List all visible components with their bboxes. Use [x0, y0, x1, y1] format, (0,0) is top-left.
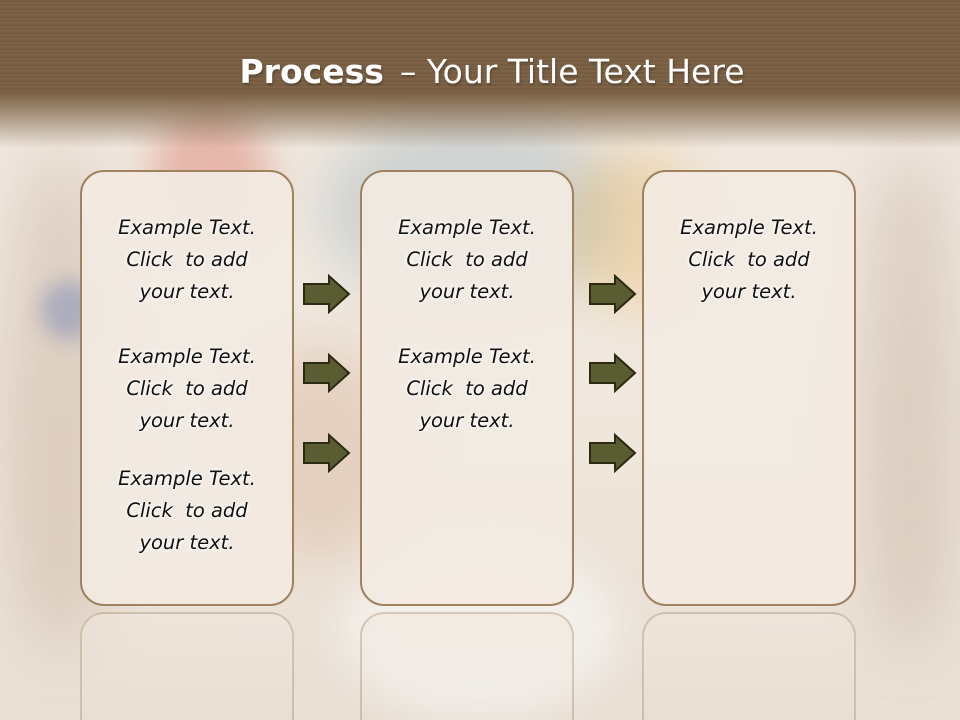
- box-reflection: [642, 612, 856, 720]
- process-box-1[interactable]: Example Text. Click to add your text. Ex…: [80, 170, 294, 606]
- box-reflection: [360, 612, 574, 720]
- process-box-3[interactable]: Example Text. Click to add your text.: [642, 170, 856, 606]
- text-placeholder[interactable]: Example Text. Click to add your text.: [118, 216, 256, 303]
- text-placeholder[interactable]: Example Text. Click to add your text.: [398, 345, 536, 432]
- title-bar: [0, 0, 960, 148]
- arrow-right-icon: [303, 274, 351, 314]
- title-bar-texture: [0, 0, 960, 92]
- process-box-2[interactable]: Example Text. Click to add your text. Ex…: [360, 170, 574, 606]
- slide-title[interactable]: Process – Your Title Text Here: [0, 52, 960, 91]
- text-placeholder[interactable]: Example Text. Click to add your text.: [680, 216, 818, 303]
- text-placeholder[interactable]: Example Text. Click to add your text.: [118, 345, 256, 432]
- arrow-right-icon: [589, 433, 637, 473]
- box-reflection: [80, 612, 294, 720]
- title-bold: Process: [239, 52, 384, 91]
- arrow-right-icon: [589, 274, 637, 314]
- arrow-right-icon: [303, 353, 351, 393]
- text-placeholder[interactable]: Example Text. Click to add your text.: [118, 467, 256, 554]
- title-rest: – Your Title Text Here: [399, 52, 745, 91]
- arrow-right-icon: [589, 353, 637, 393]
- text-placeholder[interactable]: Example Text. Click to add your text.: [398, 216, 536, 303]
- arrow-right-icon: [303, 433, 351, 473]
